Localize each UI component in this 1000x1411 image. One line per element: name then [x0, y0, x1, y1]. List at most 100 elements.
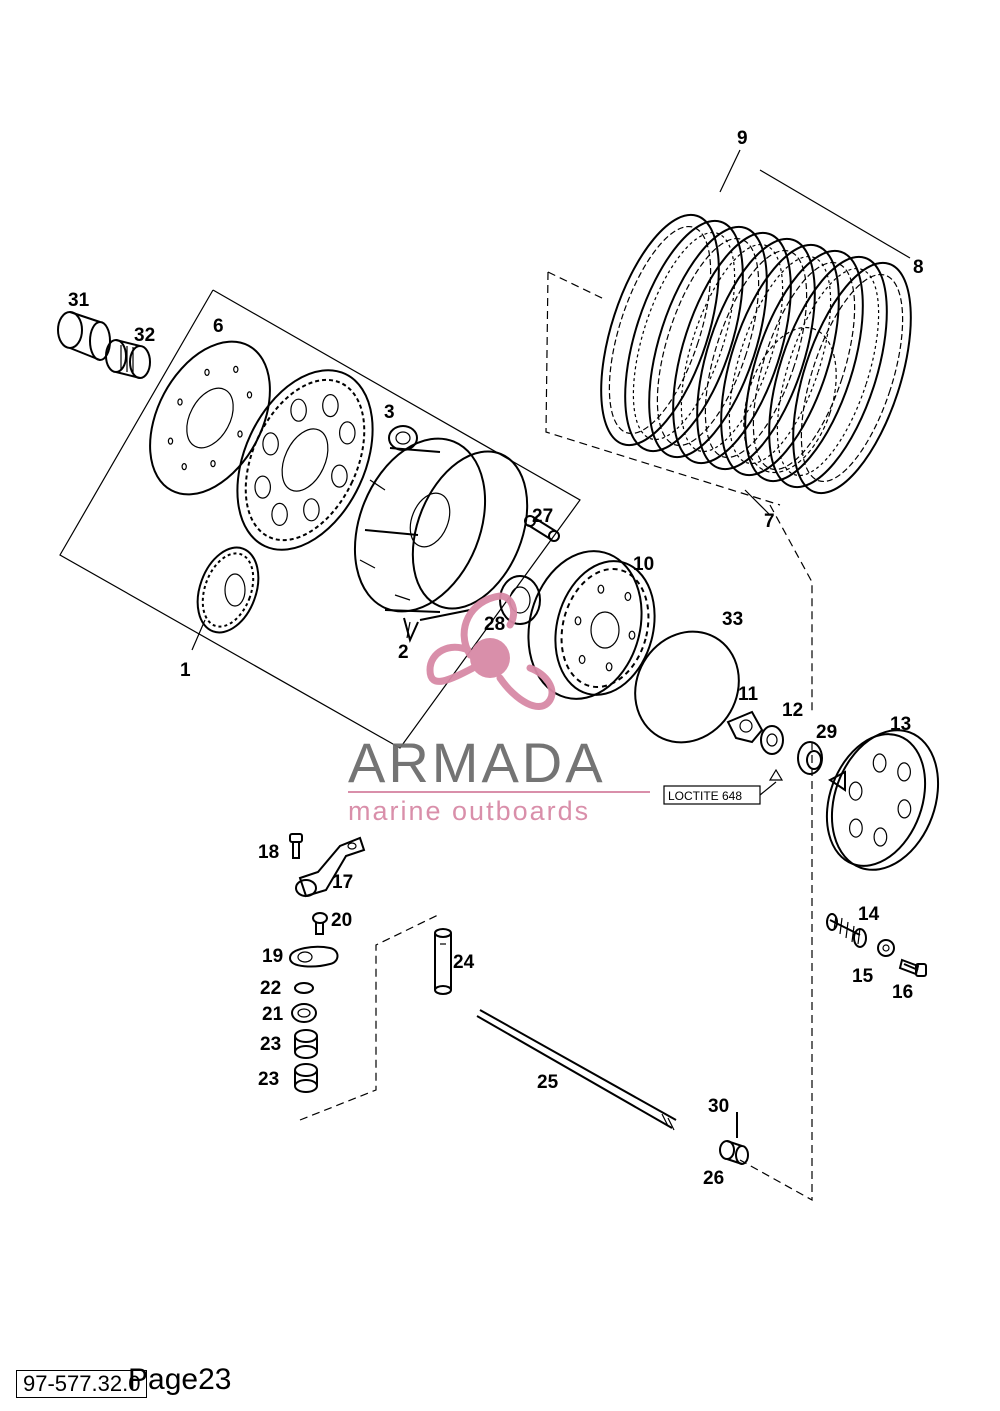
part-8-9-leader-lines: [719, 149, 911, 516]
steel-plate: [672, 231, 792, 465]
part-15-washer: [877, 939, 895, 957]
part-18-screw: [289, 833, 303, 859]
callout-c23b: 23: [258, 1069, 279, 1090]
watermark-subtitle: marine outboards: [348, 796, 590, 826]
disc-bolt-hole: [167, 437, 174, 445]
part-17-release-lever: [295, 836, 366, 898]
pressure-plate-hole: [897, 762, 911, 782]
friction-plate: [744, 249, 864, 483]
disc-bolt-hole: [237, 430, 243, 438]
callout-c22: 22: [260, 978, 281, 999]
callout-c20: 20: [331, 910, 352, 931]
callout-c16: 16: [892, 982, 913, 1003]
part-31-sleeve: [57, 311, 111, 361]
disc-bolt-hole: [210, 460, 216, 468]
friction-plate: [600, 213, 720, 447]
plate-teeth: [608, 225, 712, 435]
watermark-title: ARMADA: [348, 731, 606, 794]
callout-c7: 7: [764, 511, 775, 532]
callout-c13: 13: [890, 714, 911, 735]
callout-c29: 29: [816, 722, 837, 743]
part-21-seal: [291, 1003, 317, 1023]
hub-bolt-hole: [597, 584, 605, 594]
steel-plate: [720, 243, 840, 477]
callout-c8: 8: [913, 257, 924, 278]
callout-leader-lines: [191, 619, 411, 651]
disc-bolt-hole: [181, 463, 187, 471]
steel-plate: [768, 255, 888, 489]
gear-lightening-hole: [262, 432, 279, 456]
part-25-push-rod: [476, 1009, 677, 1131]
part-29-bearing: [797, 741, 823, 775]
plate-teeth: [680, 243, 784, 453]
disc-bolt-hole: [233, 365, 239, 373]
callout-labels: 1236789101112131415161718192021222323242…: [68, 128, 924, 1189]
friction-plate: [696, 237, 816, 471]
callout-c1: 1: [180, 660, 191, 681]
propeller-logo-icon: [426, 592, 556, 710]
plate-teeth: [704, 249, 808, 459]
callout-c15: 15: [852, 966, 874, 987]
callout-c3: 3: [384, 402, 395, 423]
part-23-bearing-upper: [294, 1029, 318, 1059]
part-27-pin: [524, 515, 560, 542]
front-plate-inner-teeth: [743, 326, 837, 474]
part-1-primary-gear: [236, 369, 374, 551]
loctite-label: LOCTITE 648: [668, 789, 742, 803]
part-12-washer: [760, 725, 784, 755]
part-23-bearing-lower: [294, 1063, 318, 1093]
gear-lightening-hole: [322, 394, 339, 418]
gear-lightening-hole: [331, 464, 348, 488]
part-11-nut: [726, 710, 764, 744]
callout-c21: 21: [262, 1004, 284, 1025]
part-9-8-7-clutch-plates: [600, 213, 912, 495]
disc-bolt-hole: [177, 398, 183, 406]
part-10-inner-hub: [527, 550, 656, 700]
hub-bolt-hole: [628, 630, 636, 640]
callout-c12: 12: [782, 700, 803, 721]
callout-c27: 27: [532, 506, 553, 527]
plate-teeth: [776, 267, 880, 477]
callout-c31: 31: [68, 290, 90, 311]
pressure-plate-hole: [848, 781, 863, 801]
primary-drive-group-outline: [59, 289, 581, 749]
part-16-bolt: [898, 958, 927, 977]
part-pinion-gear: [196, 546, 260, 634]
disc-bolt-hole: [204, 368, 210, 376]
plate-teeth: [800, 273, 904, 483]
callout-c28: 28: [484, 614, 505, 635]
callout-c23a: 23: [260, 1034, 281, 1055]
plate-teeth: [656, 237, 760, 447]
pressure-plate-hole: [873, 827, 888, 847]
steel-plate: [624, 219, 744, 453]
callout-c32: 32: [134, 325, 155, 346]
callout-c19: 19: [262, 946, 283, 967]
part-26-thrust-piece: [719, 1140, 749, 1165]
callout-c11: 11: [738, 684, 759, 705]
callout-c24: 24: [453, 952, 475, 973]
callout-c33: 33: [722, 609, 743, 630]
callout-c6: 6: [213, 316, 224, 337]
callout-c25: 25: [537, 1072, 559, 1093]
loctite-annotation: LOCTITE 648: [663, 768, 784, 805]
part-22-ring: [294, 982, 314, 994]
callout-c10: 10: [633, 554, 654, 575]
armada-watermark: ARMADA marine outboards: [348, 592, 650, 826]
part-24-shaft: [434, 928, 452, 995]
part-3-sleeve: [388, 425, 418, 451]
pressure-plate-hole: [872, 753, 887, 773]
gear-lightening-hole: [290, 398, 307, 422]
gear-lightening-hole: [338, 421, 356, 445]
callout-c14: 14: [858, 904, 880, 925]
disc-bolt-hole: [246, 391, 253, 399]
callout-c2: 2: [398, 642, 409, 663]
hub-bolt-hole: [578, 654, 586, 665]
part-33-o-ring: [634, 630, 740, 744]
callout-c26: 26: [703, 1168, 724, 1189]
part-2-clutch-basket: [353, 437, 529, 643]
part-32-needle-bearing: [105, 339, 151, 379]
assembly-guide-lines: [299, 271, 813, 1202]
part-14-spring: [826, 913, 867, 948]
document-code: 97-577.32.0: [16, 1370, 148, 1398]
